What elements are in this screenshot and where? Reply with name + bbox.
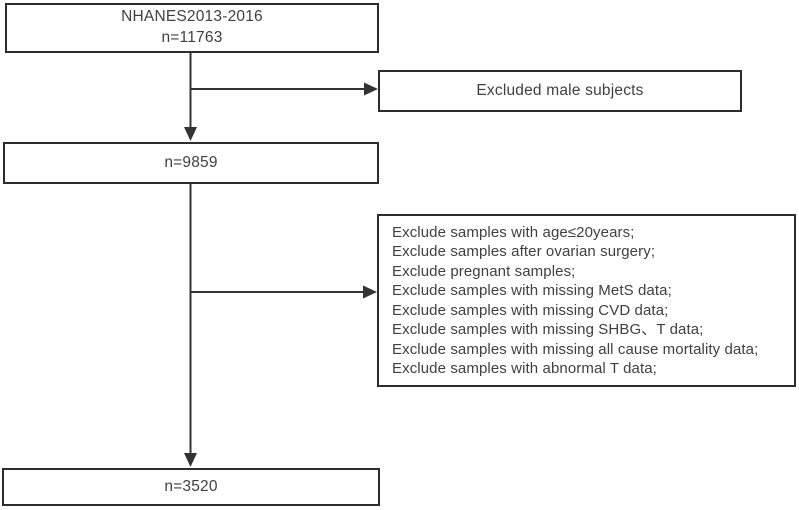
arrowhead-right-into-excluded-male (364, 82, 378, 96)
after-male-exclusion-count: n=9859 (164, 153, 218, 171)
node-population: NHANES2013-2016 n=11763 (5, 3, 379, 53)
exclusion-item: Exclude samples after ovarian surgery; (392, 243, 656, 260)
population-title: NHANES2013-2016 (121, 8, 263, 26)
exclusion-item: Exclude samples with abnormal T data; (392, 360, 657, 377)
node-final-sample: n=3520 (2, 468, 380, 506)
population-count: n=11763 (161, 29, 223, 46)
exclusion-item: Exclude samples with missing SHBG、T data… (392, 321, 704, 338)
arrowhead-down-into-n9859 (184, 127, 197, 141)
exclusion-item: Exclude samples with missing MetS data; (392, 282, 672, 299)
exclusion-item: Exclude samples with missing all cause m… (392, 340, 759, 358)
arrowhead-down-into-n3520 (184, 453, 197, 467)
exclusion-item: Exclude samples with age≤20years; (392, 223, 635, 241)
exclusion-item: Exclude pregnant samples; (392, 262, 576, 280)
arrowhead-right-into-exclusions (363, 285, 377, 299)
node-exclusion-criteria: Exclude samples with age≤20years; Exclud… (377, 214, 796, 387)
exclusion-item: Exclude samples with missing CVD data; (392, 301, 669, 319)
node-excluded-male: Excluded male subjects (378, 70, 742, 112)
excluded-male-label: Excluded male subjects (476, 81, 644, 99)
node-after-male-exclusion: n=9859 (3, 142, 379, 184)
final-sample-count: n=3520 (164, 477, 218, 495)
